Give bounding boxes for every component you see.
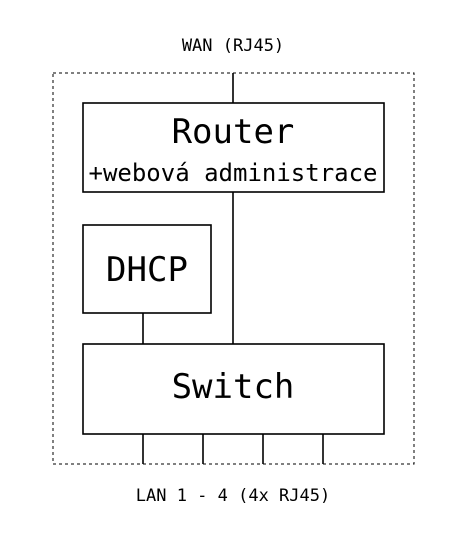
switch-block: Switch [82, 343, 385, 435]
wan-label: WAN (RJ45) [182, 36, 284, 56]
switch-box [82, 343, 385, 435]
lan-label: LAN 1 - 4 (4x RJ45) [136, 486, 330, 506]
router-subtitle: +webová administrace [89, 159, 378, 187]
router-box [82, 102, 385, 193]
lan-port-lines [142, 434, 324, 464]
router-title: Router [172, 112, 295, 152]
dhcp-block: DHCP [82, 224, 212, 314]
dhcp-box [82, 224, 212, 314]
dhcp-title: DHCP [106, 250, 188, 290]
router-block: Router +webová administrace [82, 102, 385, 193]
switch-title: Switch [172, 367, 295, 407]
